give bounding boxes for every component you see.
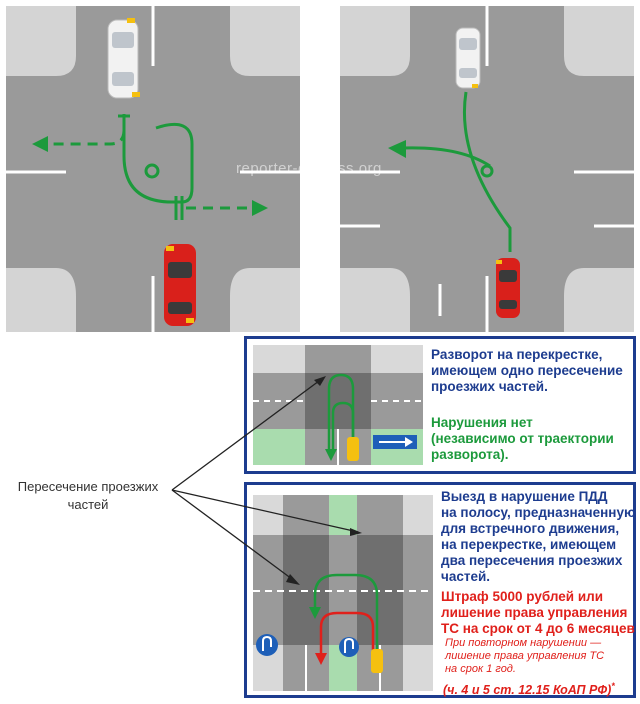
green-path-left-turn [32, 114, 268, 220]
box1-verdict: Нарушения нет (независимо от траектории … [431, 415, 614, 462]
top-right-intersection [340, 6, 634, 332]
box1-title: Разворот на перекрестке, имеющем одно пе… [431, 347, 623, 394]
box2-fine: Штраф 5000 рублей или лишение права упра… [441, 589, 635, 636]
red-car-icon [496, 258, 520, 318]
white-car-icon [455, 27, 481, 89]
double-crossing-diagram [253, 495, 433, 691]
box2-law-reference: (ч. 4 и 5 ст. 12.15 КоАП РФ)* [443, 681, 615, 698]
box2-repeat-note: При повторном нарушении — лишение права … [445, 637, 605, 675]
box2-title: Выезд в нарушение ПДД на полосу, предназ… [441, 489, 636, 584]
green-path-cross-turn [388, 91, 512, 252]
white-car-icon [107, 18, 140, 99]
u-turn-sign-icon-left [256, 634, 278, 656]
scenario-one-box: Разворот на перекрестке, имеющем одно пе… [244, 336, 636, 474]
watermark: reporter-express.org [236, 160, 382, 177]
callout-label: Пересечение проезжих частей [17, 479, 159, 512]
red-car-icon [164, 244, 196, 326]
u-turn-sign-icon-center [339, 637, 359, 657]
intersection-center-marker [144, 163, 160, 179]
single-crossing-diagram [253, 345, 423, 465]
yellow-car-icon [371, 649, 383, 673]
intersection-center-marker [480, 164, 494, 178]
top-left-intersection [6, 6, 300, 332]
scenario-two-box: Выезд в нарушение ПДД на полосу, предназ… [244, 482, 636, 698]
yellow-car-icon [347, 437, 359, 461]
